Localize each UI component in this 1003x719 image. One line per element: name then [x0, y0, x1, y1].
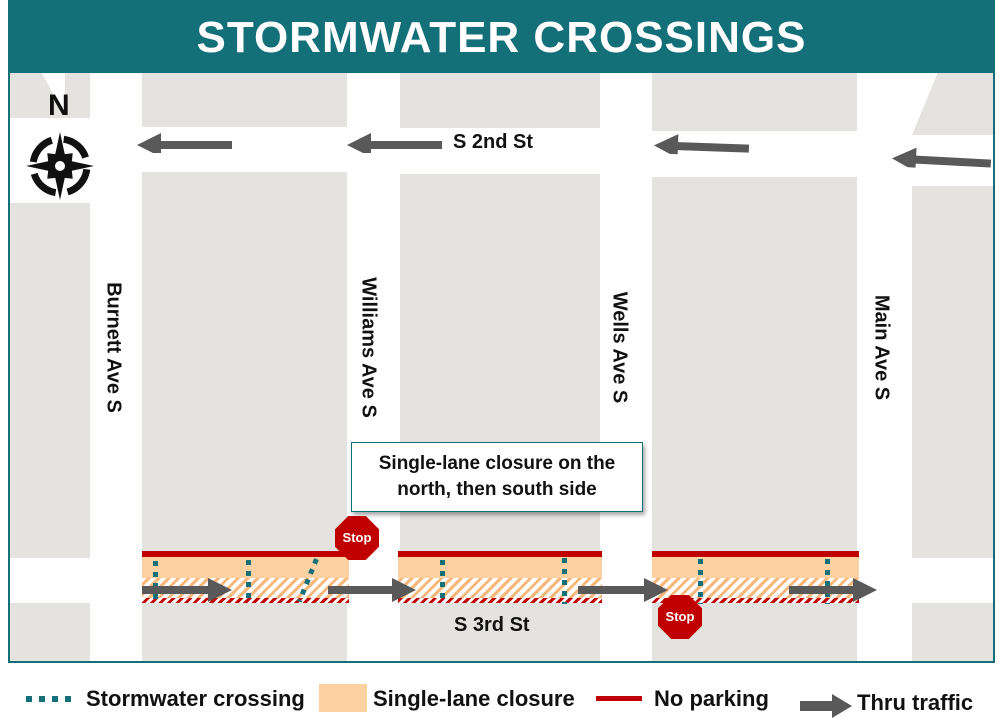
- traffic-arrow-east: [578, 578, 668, 602]
- block: [65, 73, 90, 118]
- legend-no-parking-label: No parking: [654, 686, 769, 711]
- legend-closure-swatch: [319, 684, 367, 712]
- block: [142, 172, 347, 558]
- block: [912, 603, 993, 661]
- block: [400, 603, 600, 661]
- callout-line-1: Single-lane closure on the: [378, 453, 616, 474]
- street-label-wells: Wells Ave S: [608, 291, 631, 404]
- map: N S 2nd St Burnett Ave S Williams Ave S …: [8, 73, 995, 663]
- callout-line-2: north, then south side: [397, 479, 597, 500]
- traffic-arrow-east: [328, 578, 416, 602]
- traffic-arrow-west: [653, 134, 750, 157]
- block: [652, 73, 857, 131]
- legend: Stormwater crossing Single-lane closure …: [0, 680, 1003, 719]
- traffic-arrow-east: [789, 578, 877, 602]
- stop-sign-icon: Stop: [335, 516, 379, 560]
- street-label-burnett: Burnett Ave S: [102, 282, 125, 413]
- stop-sign-icon: Stop: [658, 595, 702, 639]
- legend-arrow-icon: [800, 694, 852, 718]
- legend-no-parking-line: [596, 696, 642, 701]
- block: [912, 186, 993, 558]
- traffic-arrow-west: [891, 147, 992, 172]
- block: [142, 603, 347, 661]
- block: [10, 203, 90, 558]
- block: [10, 603, 90, 661]
- compass-north-label: N: [48, 89, 70, 122]
- block: [652, 177, 857, 558]
- street-label-s-2nd-st: S 2nd St: [453, 131, 534, 153]
- legend-stormwater-label: Stormwater crossing: [86, 686, 305, 711]
- legend-closure-label: Single-lane closure: [373, 686, 575, 711]
- stormwater-crossing: [825, 559, 830, 604]
- stormwater-crossing: [562, 558, 567, 604]
- stormwater-crossing: [153, 561, 158, 605]
- closure-callout: Single-lane closure on the north, then s…: [351, 442, 643, 512]
- street-label-s-3rd-st: S 3rd St: [454, 614, 530, 636]
- stormwater-crossing: [698, 559, 703, 604]
- legend-thru-label: Thru traffic: [857, 690, 974, 715]
- traffic-arrow-west: [347, 133, 442, 153]
- street-label-main: Main Ave S: [870, 294, 893, 401]
- stormwater-crossing: [246, 560, 251, 604]
- block: [400, 73, 600, 128]
- stormwater-crossing: [440, 560, 445, 604]
- closure-segment: [398, 551, 602, 603]
- street-label-williams: Williams Ave S: [357, 277, 380, 418]
- closure-segment: [652, 551, 859, 603]
- block: [142, 73, 347, 127]
- compass-icon: [26, 132, 94, 200]
- traffic-arrow-east: [142, 578, 232, 602]
- legend-stormwater-icon: [26, 696, 72, 702]
- page-title: STORMWATER CROSSINGS: [8, 0, 995, 73]
- block: [912, 73, 993, 135]
- traffic-arrow-west: [137, 133, 232, 153]
